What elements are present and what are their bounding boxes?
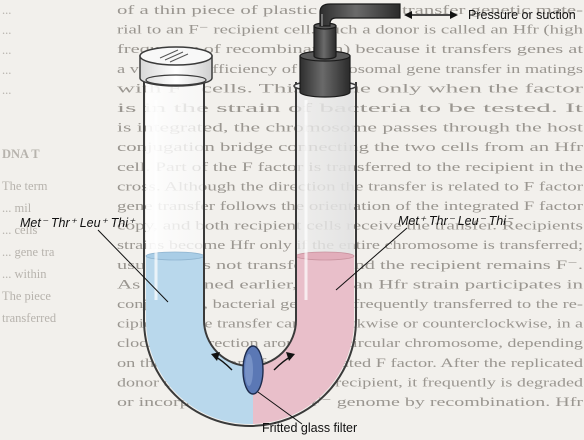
margin-text-line: ... within: [2, 267, 47, 281]
margin-text-line: transferred: [2, 311, 57, 325]
background-text-line: rial to an F⁻ recipient cell. Such a don…: [117, 23, 584, 37]
margin-text-line: The piece: [2, 289, 51, 303]
left-strain-label: Met⁻ Thr⁺ Leu⁺ Thi⁺: [20, 216, 136, 230]
margin-text-line: ...: [2, 83, 11, 97]
left-tube-cap: [139, 46, 213, 87]
margin-text-line: ...: [2, 63, 11, 77]
margin-text-line: ...: [2, 23, 11, 37]
filter-label: Fritted glass filter: [262, 421, 357, 435]
pressure-label: Pressure or suction: [468, 8, 576, 22]
right-tube-stopper: [299, 3, 401, 98]
margin-text-line: ...: [2, 43, 11, 57]
right-culture-fluid: [253, 256, 354, 424]
flow-arrowhead-right: [286, 352, 295, 361]
margin-text-line: ...: [2, 3, 11, 17]
u-tube-outer: [143, 82, 357, 427]
pressure-arrow: [404, 11, 458, 19]
left-culture-fluid: [146, 256, 253, 424]
margin-text-line: The term: [2, 179, 48, 193]
margin-text-line: ... gene tra: [2, 245, 55, 259]
margin-heading: DNA T: [2, 147, 40, 161]
background-text-line: frequency of recombination) because it t…: [117, 42, 584, 56]
right-label-leader: [335, 227, 408, 291]
flow-arrowhead-left: [211, 352, 220, 361]
right-strain-label: Met⁺ Thr⁻ Leu⁻ Thi⁻: [398, 214, 514, 228]
fritted-glass-filter: [242, 345, 264, 395]
margin-text-line: ... cells: [2, 223, 38, 237]
margin-text-line: ... mil: [2, 201, 32, 215]
filter-label-leader: [257, 391, 303, 425]
left-label-leader: [97, 229, 169, 303]
margin-text-block: ............... DNA T The term ... mil ... c…: [2, 3, 57, 325]
